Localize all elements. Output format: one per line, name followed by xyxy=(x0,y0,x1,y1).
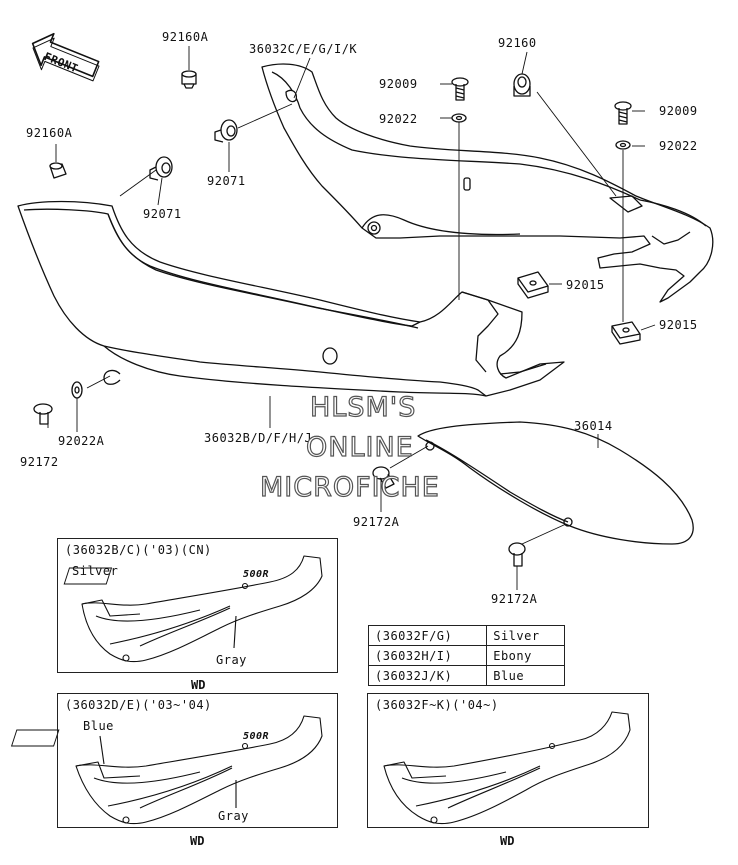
variant-3-cover-drawing xyxy=(383,711,631,825)
clip-nut-92015-b xyxy=(611,321,641,345)
variant-box-3-title: (36032F~K)('04~) xyxy=(375,698,499,712)
screw-92172 xyxy=(33,403,53,425)
callout-92172A-a: 92172A xyxy=(353,515,400,529)
callout-92071-a: 92071 xyxy=(207,174,246,188)
callout-92071-b: 92071 xyxy=(143,207,182,221)
callout-92160A-left: 92160A xyxy=(26,126,73,140)
variant-box-2-color-b: Gray xyxy=(218,809,249,823)
variant-1-cover-drawing xyxy=(81,555,323,663)
washer-92022-right xyxy=(615,140,631,150)
variant-box-1-title: (36032B/C)('03)(CN) xyxy=(65,543,212,557)
variant-box-2-footer: WD xyxy=(190,834,205,848)
variant-box-2: (36032D/E)('03~'04) xyxy=(57,693,338,828)
front-arrow-icon xyxy=(31,32,100,82)
grommet-92160A-left xyxy=(49,162,67,179)
color-name-cell: Silver xyxy=(486,625,565,646)
table-row: (36032F/G) Silver xyxy=(367,625,565,646)
callout-36032BDFHJ: 36032B/D/F/H/J xyxy=(204,431,313,445)
color-code-cell: (36032F/G) xyxy=(367,625,488,646)
callout-92172A-b: 92172A xyxy=(491,592,538,606)
grommet-92071-b xyxy=(149,156,173,181)
variant-box-1-color-a: Silver xyxy=(72,564,119,578)
variant-box-3: (36032F~K)('04~) xyxy=(367,693,649,828)
bolt-92009-right xyxy=(614,101,632,125)
callout-36014: 36014 xyxy=(574,419,613,433)
variant-box-2-title: (36032D/E)('03~'04) xyxy=(65,698,212,712)
grommet-92071-a xyxy=(214,119,238,143)
variant-box-1: (36032B/C)('03)(CN) xyxy=(57,538,338,673)
lower-side-cover-part xyxy=(17,200,565,397)
callout-92022-right: 92022 xyxy=(659,139,698,153)
screw-92172A-a xyxy=(372,466,395,489)
color-code-cell: (36032H/I) xyxy=(367,645,488,666)
table-row: (36032H/I) Ebony xyxy=(367,645,565,666)
callout-92009-right: 92009 xyxy=(659,104,698,118)
variant-2-cover-drawing xyxy=(75,715,323,825)
washer-92022-left xyxy=(451,113,467,123)
color-name-cell: Ebony xyxy=(486,645,565,666)
grommet-92160A-top xyxy=(181,70,197,89)
screw-92172A-b xyxy=(508,542,526,567)
color-name-cell: Blue xyxy=(486,665,565,686)
variant-box-1-footer: WD xyxy=(191,678,206,692)
callout-36032CEGIK: 36032C/E/G/I/K xyxy=(249,42,358,56)
callout-92172: 92172 xyxy=(20,455,59,469)
callout-92022A: 92022A xyxy=(58,434,105,448)
callout-92015-a: 92015 xyxy=(566,278,605,292)
variant-box-2-decal: 500R xyxy=(243,731,270,742)
leader-lines xyxy=(47,46,656,590)
callout-92160-top: 92160 xyxy=(498,36,537,50)
washer-92022A xyxy=(71,381,83,399)
callout-92160A-top: 92160A xyxy=(162,30,209,44)
seat-cowl-part xyxy=(417,421,694,545)
callout-92015-b: 92015 xyxy=(659,318,698,332)
variant-box-1-decal: 500R xyxy=(243,569,270,580)
variant-box-3-footer: WD xyxy=(500,834,515,848)
clip-nut-92015-a xyxy=(517,271,549,299)
decal-marks xyxy=(10,567,113,747)
color-code-cell: (36032J/K) xyxy=(367,665,488,686)
variant-box-2-color-a: Blue xyxy=(83,719,114,733)
bolt-92009-left xyxy=(451,77,469,101)
color-code-table: (36032F/G) Silver (36032H/I) Ebony (3603… xyxy=(367,625,565,686)
upper-side-cover-part xyxy=(261,63,714,303)
table-row: (36032J/K) Blue xyxy=(367,665,565,686)
variant-box-1-color-b: Gray xyxy=(216,653,247,667)
grommet-92160-top xyxy=(513,73,531,97)
callout-92009-left: 92009 xyxy=(379,77,418,91)
callout-92022-left: 92022 xyxy=(379,112,418,126)
